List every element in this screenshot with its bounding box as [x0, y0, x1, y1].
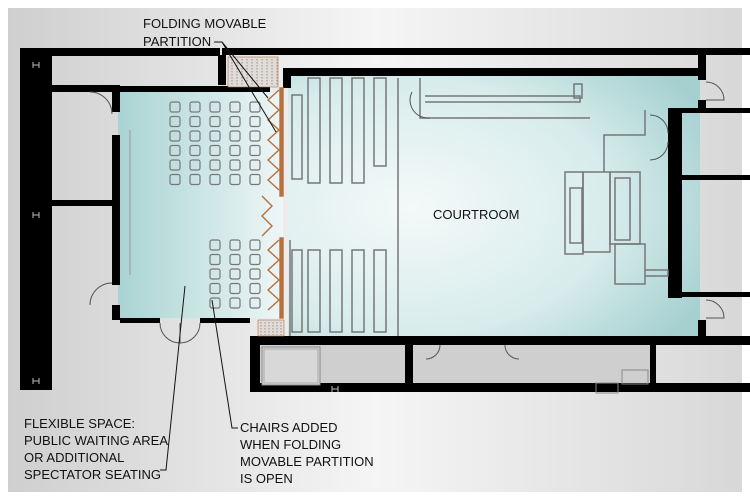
- walls: [20, 48, 750, 392]
- chair: [229, 115, 241, 128]
- chair-added: [209, 282, 221, 295]
- spectator-bench: [351, 249, 365, 333]
- doors: [89, 81, 725, 394]
- judge-bench: [289, 78, 669, 336]
- chair: [189, 115, 201, 128]
- chair-added: [229, 297, 241, 309]
- chair: [209, 115, 221, 128]
- chair: [169, 115, 181, 128]
- spectator-bench: [373, 77, 387, 167]
- chair: [169, 130, 181, 142]
- courtroom-label: COURTROOM: [433, 207, 519, 222]
- chair: [209, 130, 221, 142]
- leader-lines: [160, 41, 277, 471]
- chair: [229, 101, 241, 113]
- chair: [229, 144, 241, 157]
- spectator-bench: [307, 77, 321, 184]
- chair: [169, 173, 181, 186]
- chair-added: [249, 253, 261, 266]
- chair: [209, 144, 221, 157]
- chair: [189, 173, 201, 186]
- spectator-bench: [307, 249, 321, 333]
- chair-added: [249, 268, 261, 280]
- chair: [249, 115, 261, 128]
- spectator-bench: [329, 77, 343, 184]
- spectator-bench: [329, 249, 343, 333]
- chair: [229, 159, 241, 171]
- chair: [249, 173, 261, 186]
- chair-added: [209, 239, 221, 251]
- chair-added: [229, 239, 241, 251]
- column-markers: [32, 62, 339, 392]
- chair-added: [249, 239, 261, 251]
- chair: [249, 101, 261, 113]
- spectator-bench: [291, 94, 303, 180]
- chairs-added-label: CHAIRS ADDED WHEN FOLDING MOVABLE PARTIT…: [240, 420, 377, 486]
- spectator-bench: [373, 249, 387, 333]
- chair: [249, 144, 261, 157]
- chair-added: [209, 253, 221, 266]
- chair: [209, 101, 221, 113]
- chair: [169, 159, 181, 171]
- spectator-bench: [291, 249, 303, 333]
- chair: [189, 159, 201, 171]
- chair-added: [209, 268, 221, 280]
- chair-added: [249, 282, 261, 295]
- chair-added: [229, 282, 241, 295]
- folding-movable-partition: [261, 87, 284, 319]
- chair: [189, 101, 201, 113]
- chair: [169, 144, 181, 157]
- elevator: [261, 346, 321, 386]
- chair: [189, 144, 201, 157]
- chair-added: [249, 297, 261, 309]
- chair: [229, 130, 241, 142]
- chair: [249, 159, 261, 171]
- courtroom-room: [288, 76, 700, 338]
- chair-added: [229, 253, 241, 266]
- chair: [169, 101, 181, 113]
- chair: [249, 130, 261, 142]
- chair: [209, 159, 221, 171]
- chair-added: [209, 297, 221, 309]
- chair: [229, 173, 241, 186]
- flexible-space-label: FLEXIBLE SPACE: PUBLIC WAITING AREA OR A…: [24, 416, 171, 482]
- flexible-space-room: [118, 92, 283, 318]
- chair: [209, 173, 221, 186]
- partition-label: FOLDING MOVABLE PARTITION: [143, 16, 270, 49]
- chair: [189, 130, 201, 142]
- chair-added: [229, 268, 241, 280]
- spectator-bench: [351, 77, 365, 184]
- stack-storage-hatch: [227, 56, 285, 337]
